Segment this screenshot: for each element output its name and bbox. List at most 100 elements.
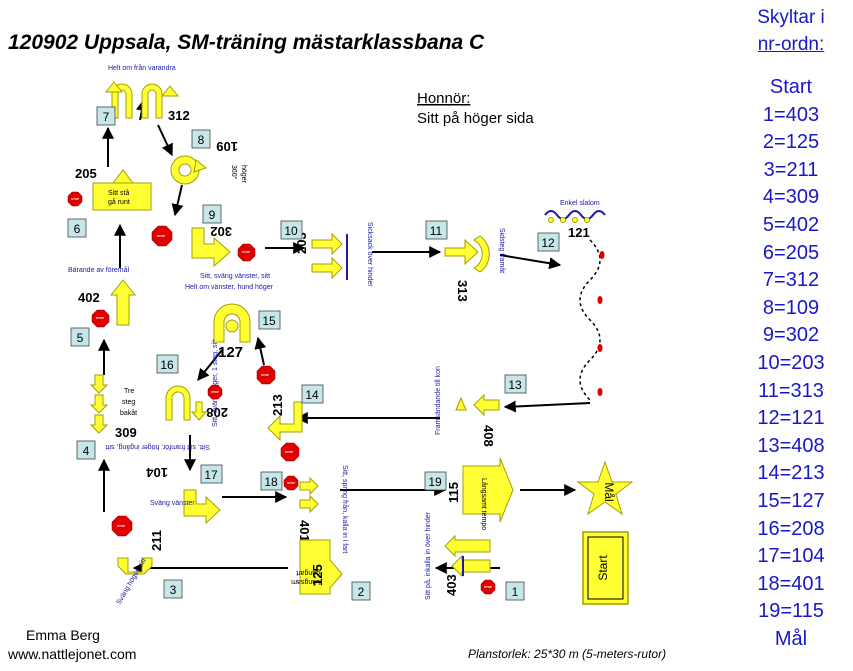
list-item: 15=127	[757, 489, 825, 512]
label-langsam: Långsam	[291, 578, 320, 586]
arrow-left-icon	[444, 534, 491, 558]
label-sitt-spring: Sitt, spring från, kalla in i fart	[341, 465, 349, 553]
sign-number-104: 104	[146, 465, 168, 480]
label-sitt-sving-hoger: Sitt, sväng höger, 1 steg, sitt	[212, 339, 219, 427]
route-lines	[98, 98, 591, 574]
label-bakat: bakåt	[120, 409, 137, 417]
footer-website: www.nattlejonet.com	[7, 646, 136, 662]
svg-text:STOP: STOP	[242, 250, 250, 254]
station-box-14: 14	[301, 384, 324, 404]
sign-203-group: 203 Sicksack över hinder	[294, 222, 373, 287]
station-box-12: 12	[537, 232, 560, 252]
svg-text:4: 4	[83, 444, 90, 458]
turn-arrow-icon	[267, 401, 303, 442]
list-item: 3=211	[763, 158, 819, 181]
label-svang-vanster: Sväng vänster	[150, 500, 195, 507]
sign-order-sidebar: Skyltar i nr-ordn: Start 1=403 2=125 3=2…	[731, 4, 851, 653]
label-barande: Bärande av föremål	[68, 266, 130, 274]
stop-sign-icon: STOP	[283, 475, 299, 491]
svg-text:7: 7	[103, 110, 110, 124]
label-ga-runt: gå runt	[108, 198, 130, 206]
label-steg: steg	[122, 399, 135, 406]
arrowhead-icon	[111, 169, 135, 184]
list-item: 17=104	[757, 545, 825, 568]
u-turn-right-icon	[141, 83, 163, 119]
list-item: 12=121	[757, 407, 825, 430]
svg-text:2: 2	[358, 585, 365, 599]
sign-408-group: 408 Framsändande till kon	[435, 366, 500, 447]
label-tre: Tre	[124, 388, 134, 395]
arc-side-step-icon	[473, 235, 490, 273]
u-turn-icon	[213, 303, 251, 343]
stop-sign-icon: STOP	[207, 384, 223, 400]
sign-109-group: 109 360° höger	[170, 139, 247, 185]
list-item: 19=115	[758, 600, 824, 623]
stop-sign-icon: STOP	[256, 365, 276, 385]
sign-number-309: 309	[115, 425, 137, 440]
svg-text:STOP: STOP	[71, 197, 79, 201]
svg-text:17: 17	[204, 468, 218, 482]
station-box-1: 1	[505, 581, 525, 601]
svg-text:14: 14	[305, 388, 319, 402]
list-item: 9=302	[762, 324, 820, 347]
svg-text:10: 10	[284, 224, 298, 238]
sign-number-208: 208	[206, 405, 228, 420]
svg-text:3: 3	[170, 583, 177, 597]
list-item: 4=309	[762, 186, 820, 209]
station-box-6: 6	[67, 218, 87, 238]
u-turn-icon	[165, 385, 191, 421]
stop-sign-icon: STOP	[91, 309, 110, 328]
list-item: 10=203	[757, 351, 825, 374]
list-item: 8=109	[762, 296, 820, 319]
mal-sign-group: Mål	[576, 460, 634, 516]
label-sitt-sta: Sitt stå	[108, 189, 130, 197]
sign-number-313: 313	[455, 280, 470, 302]
station-box-17: 17	[200, 464, 223, 484]
station-box-5: 5	[70, 327, 90, 347]
sign-302-group: 302 Sitt, sväng vänster, sitt Helt om vä…	[185, 224, 274, 291]
svg-text:5: 5	[77, 331, 84, 345]
station-box-7: 7	[96, 106, 116, 126]
big-arrow-right-icon	[462, 457, 514, 523]
svg-text:1: 1	[512, 585, 519, 599]
list-item: 13=408	[757, 434, 825, 457]
station-box-16: 16	[156, 354, 179, 374]
list-item: 11=313	[758, 379, 824, 402]
label-enkel-slalom: Enkel slalom	[560, 200, 600, 207]
svg-text:19: 19	[428, 475, 442, 489]
sign-213-group: 213 Sitt, sväng höger, 1 steg, sitt	[212, 339, 303, 442]
list-item: 7=312	[762, 269, 820, 292]
arrow-down-icon	[190, 401, 208, 421]
svg-text:16: 16	[160, 358, 174, 372]
sign-208-group: 208 Sitt, sitt framför, höger ingång, si…	[106, 385, 228, 451]
sign-order-list: Start 1=403 2=125 3=211 4=309 5=402 6=20…	[731, 74, 851, 653]
label-helt-om-vanster-hund-hoger: Helt om vänster, hund höger	[185, 284, 274, 291]
stop-sign-icon: STOP	[237, 243, 256, 262]
station-box-10: 10	[280, 220, 303, 240]
list-item: 6=205	[762, 241, 820, 264]
turn-right-arrow-icon	[183, 489, 221, 525]
svg-text:9: 9	[209, 208, 216, 222]
svg-text:STOP: STOP	[96, 316, 104, 320]
sign-number-302: 302	[210, 224, 232, 239]
course-title: 120902 Uppsala, SM-träning mästarklassba…	[8, 31, 485, 54]
sign-number-401: 401	[297, 520, 312, 542]
svg-text:13: 13	[508, 378, 522, 392]
honnor-heading: Honnör:	[417, 90, 470, 107]
station-boxes: 1 2 3 4 5 6 7 8 9 10 11 12 13 14 15 16 1…	[67, 106, 560, 601]
sign-121-group: Enkel slalom 121	[544, 200, 606, 401]
cone-icon	[455, 396, 467, 411]
list-item: Start	[769, 76, 813, 98]
sign-number-211: 211	[149, 530, 164, 551]
stop-sign-icon: STOP	[280, 442, 300, 462]
arrow-right-icon	[311, 232, 343, 256]
sign-number-115: 115	[446, 482, 461, 503]
footer-plansize: Planstorlek: 25*30 m (5-meters-rutor)	[468, 647, 666, 661]
arrowhead-icon	[104, 81, 124, 93]
station-box-19: 19	[424, 471, 447, 491]
label-sitt-sitt-framfor: Sitt, sitt framför, höger ingång, sitt	[106, 443, 210, 451]
sign-number-312: 312	[168, 108, 190, 123]
svg-text:STOP: STOP	[285, 450, 293, 454]
station-box-18: 18	[260, 471, 283, 491]
